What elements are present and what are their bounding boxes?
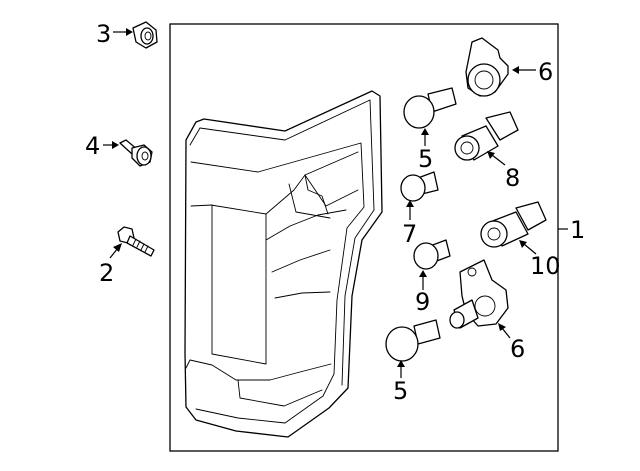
bolt-part-2 [117, 226, 155, 257]
callout-9: 9 [415, 288, 430, 316]
bulb-part-9 [413, 239, 451, 270]
socket-part-6-top [465, 37, 509, 97]
callout-10: 10 [530, 252, 561, 280]
socket-part-10 [480, 201, 547, 248]
bulb-part-5-top [403, 87, 457, 129]
callout-3: 3 [96, 20, 111, 48]
nut-part-3 [132, 21, 158, 49]
screw-part-4 [119, 139, 153, 167]
socket-part-6-bottom [449, 259, 509, 329]
socket-part-8 [454, 111, 519, 161]
callout-6-bottom: 6 [510, 335, 525, 363]
leader-lines [103, 28, 568, 378]
tail-lamp-housing [184, 90, 383, 438]
callout-5-top: 5 [418, 145, 433, 173]
callout-5-bottom: 5 [393, 377, 408, 405]
bulb-part-5-bottom [385, 319, 441, 362]
callout-7: 7 [402, 220, 417, 248]
callout-6-top: 6 [538, 58, 553, 86]
callout-8: 8 [505, 164, 520, 192]
callout-4: 4 [85, 132, 100, 160]
callout-1: 1 [570, 216, 585, 244]
bulb-part-7 [400, 171, 439, 202]
callout-2: 2 [99, 259, 114, 287]
assembly-frame [169, 23, 559, 452]
